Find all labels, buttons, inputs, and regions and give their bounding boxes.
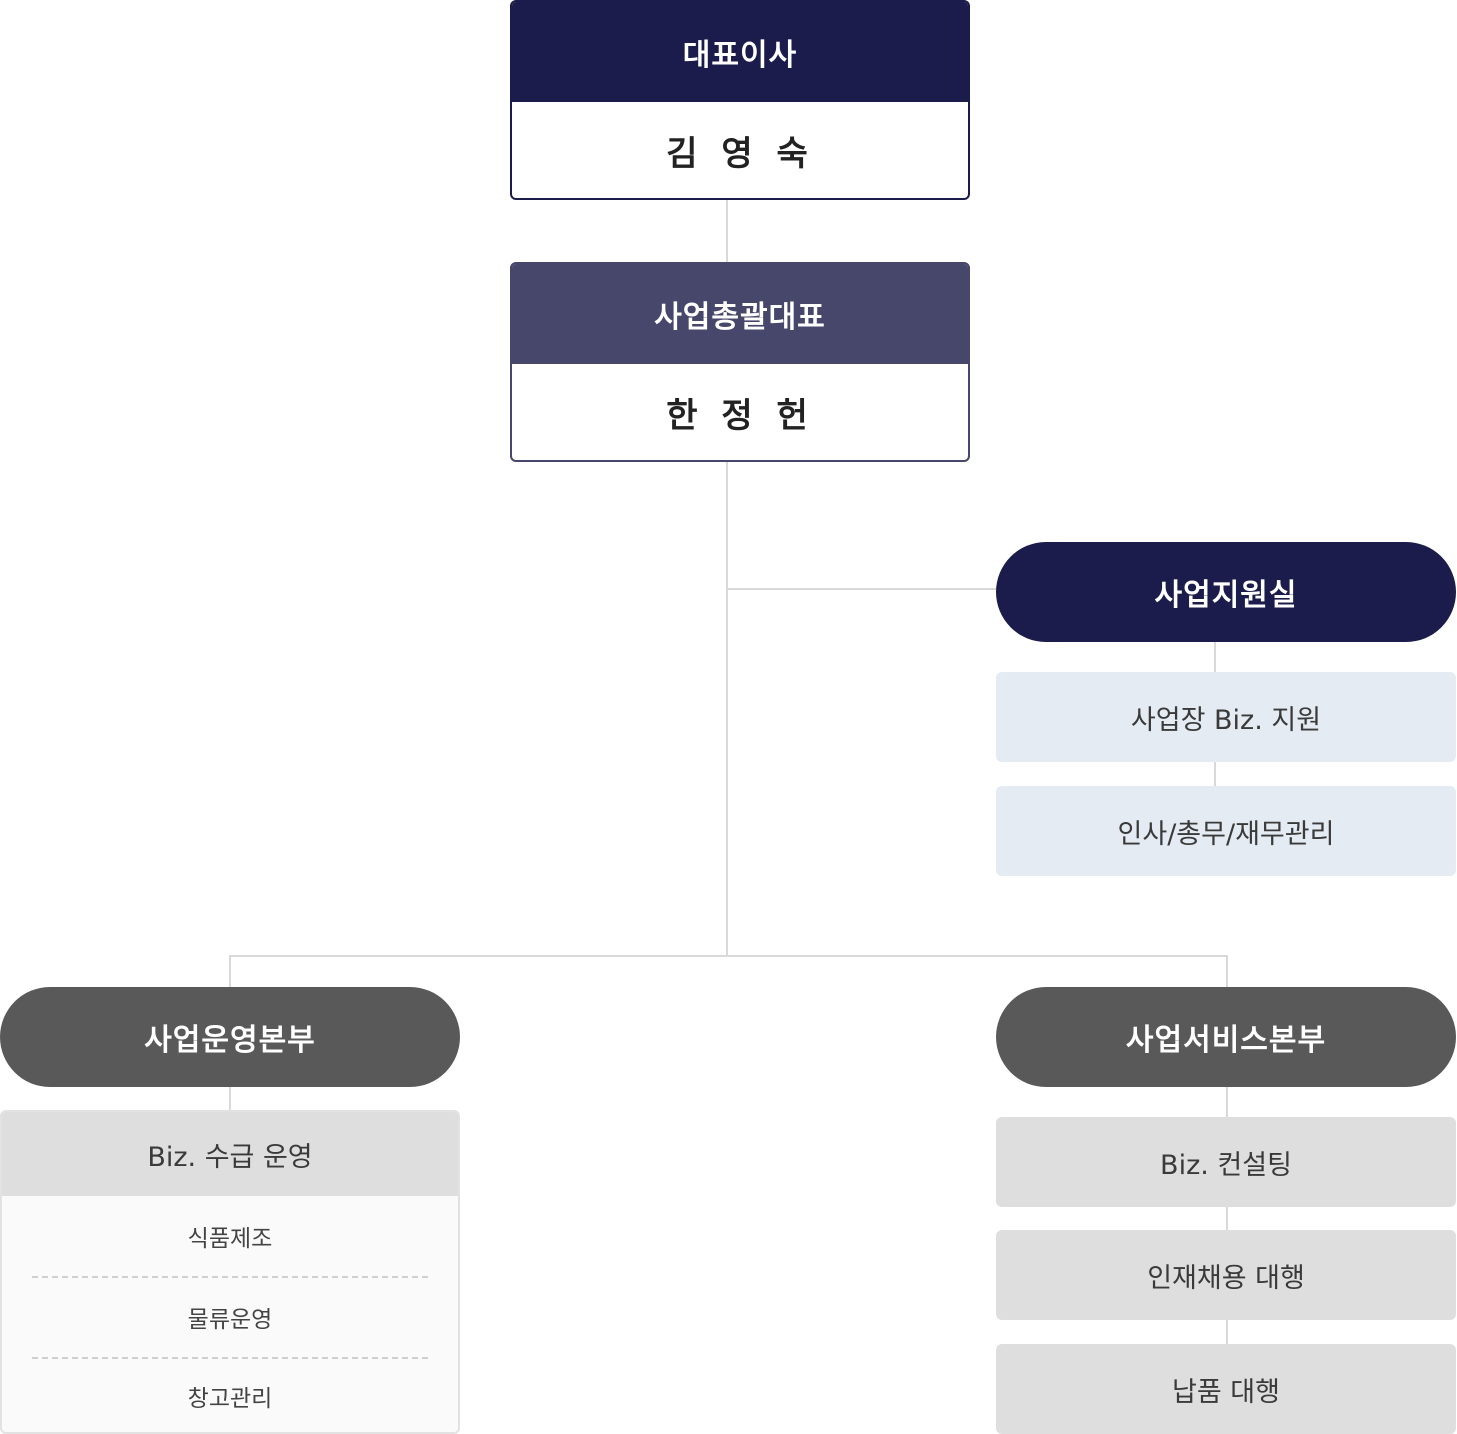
operations-header: Biz. 수급 운영 bbox=[2, 1112, 458, 1196]
connector-trunk bbox=[726, 460, 728, 957]
ceo-name: 김 영 숙 bbox=[666, 133, 814, 174]
connector-services-items bbox=[1226, 1085, 1228, 1350]
services-item-recruitment: 인재채용 대행 bbox=[996, 1230, 1456, 1320]
connector-support-branch bbox=[727, 588, 997, 590]
services-item-delivery: 납품 대행 bbox=[996, 1344, 1456, 1434]
services-item-consulting: Biz. 컨설팅 bbox=[996, 1117, 1456, 1207]
support-item-biz: 사업장 Biz. 지원 bbox=[996, 672, 1456, 762]
connector-ceo-gm bbox=[726, 198, 728, 264]
ceo-title: 대표이사 bbox=[512, 2, 968, 102]
support-office-pill: 사업지원실 bbox=[996, 542, 1456, 642]
operations-box: Biz. 수급 운영 식품제조 물류운영 창고관리 bbox=[0, 1110, 460, 1434]
support-item-hr: 인사/총무/재무관리 bbox=[996, 786, 1456, 876]
connector-operations-drop bbox=[229, 955, 231, 988]
connector-services-drop bbox=[1226, 955, 1228, 988]
connector-operations-box bbox=[229, 1085, 231, 1111]
services-pill: 사업서비스본부 bbox=[996, 987, 1456, 1087]
operations-item-warehouse: 창고관리 bbox=[187, 1386, 273, 1412]
operations-item-logistics: 물류운영 bbox=[187, 1307, 273, 1333]
operations-pill: 사업운영본부 bbox=[0, 987, 460, 1087]
operations-item-food: 식품제조 bbox=[187, 1226, 273, 1252]
divider bbox=[32, 1276, 428, 1278]
gm-name: 한 정 헌 bbox=[666, 395, 814, 436]
connector-bottom-horizontal bbox=[229, 955, 1228, 957]
gm-card: 사업총괄대표 한 정 헌 bbox=[510, 262, 970, 462]
divider bbox=[32, 1357, 428, 1359]
gm-title: 사업총괄대표 bbox=[512, 264, 968, 364]
ceo-card: 대표이사 김 영 숙 bbox=[510, 0, 970, 200]
